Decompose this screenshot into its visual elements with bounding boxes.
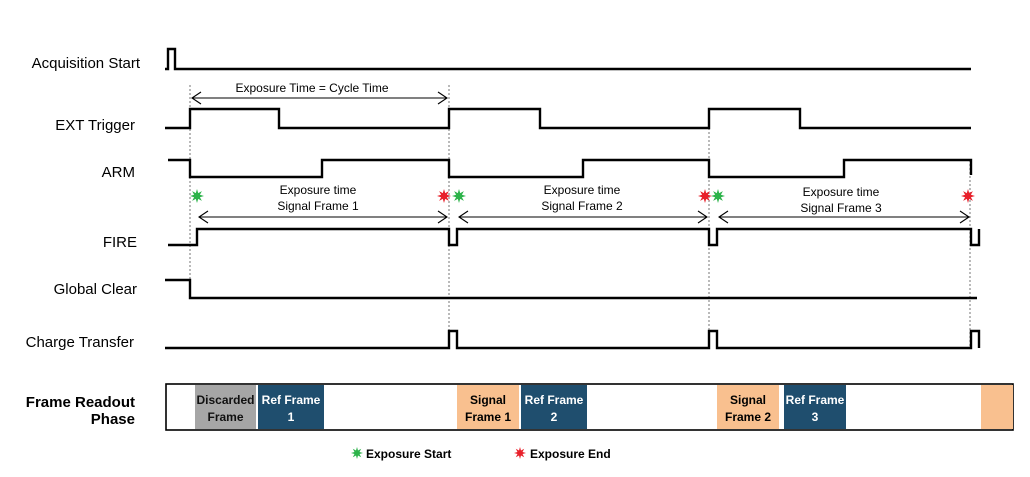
readout-box-ref-2 bbox=[258, 385, 324, 429]
label-ext-trigger: EXT Trigger bbox=[55, 117, 135, 134]
acquisition-start-waveform bbox=[165, 47, 971, 71]
exposure-label-3-line1: Exposure time bbox=[803, 185, 880, 199]
label-charge-transfer: Charge Transfer bbox=[26, 334, 134, 351]
exposure-label-1-line1: Exposure time bbox=[280, 183, 357, 197]
label-arm: ARM bbox=[102, 164, 135, 181]
fire-waveform bbox=[168, 227, 981, 247]
readout-box-discarded-1 bbox=[195, 385, 256, 429]
readout-box-6-line2: 3 bbox=[812, 410, 819, 424]
arm-waveform bbox=[168, 158, 973, 179]
exposure-label-1-line2: Signal Frame 1 bbox=[277, 199, 359, 213]
exposure-end-icon-1 bbox=[437, 189, 451, 203]
exposure-arrow-1 bbox=[198, 210, 448, 224]
legend: Exposure Start Exposure End bbox=[351, 447, 611, 461]
exposure-end-icon-3 bbox=[961, 189, 975, 203]
label-fire: FIRE bbox=[103, 234, 137, 251]
global-clear-waveform bbox=[165, 278, 977, 300]
readout-box-5-line2: Frame 2 bbox=[725, 410, 771, 424]
readout-box-4-line2: 2 bbox=[551, 410, 558, 424]
exposure-start-icon-2 bbox=[452, 189, 466, 203]
readout-box-ref-6 bbox=[784, 385, 846, 429]
exposure-start-icon-3 bbox=[711, 189, 725, 203]
readout-box-1-line1: Discarded bbox=[196, 393, 254, 407]
readout-box-3-line1: Signal bbox=[470, 393, 506, 407]
exposure-label-2-line2: Signal Frame 2 bbox=[541, 199, 623, 213]
readout-box-3-line2: Frame 1 bbox=[465, 410, 511, 424]
exposure-end-icon-2 bbox=[698, 189, 712, 203]
legend-exposure-start-label: Exposure Start bbox=[366, 447, 451, 461]
readout-label-line1: Frame Readout bbox=[26, 394, 135, 411]
legend-exposure-end-icon bbox=[514, 447, 526, 459]
readout-box-signal-5 bbox=[717, 385, 779, 429]
exposure-label-2-line1: Exposure time bbox=[544, 183, 621, 197]
exposure-label-3-line2: Signal Frame 3 bbox=[800, 201, 882, 215]
readout-box-6-line1: Ref Frame bbox=[786, 393, 845, 407]
exposure-arrow-2 bbox=[458, 210, 708, 224]
exposure-markers bbox=[190, 189, 975, 203]
legend-exposure-start-icon bbox=[351, 447, 363, 459]
readout-box-4-line1: Ref Frame bbox=[525, 393, 584, 407]
readout-box-signal-7 bbox=[981, 385, 1013, 429]
readout-box-5-line1: Signal bbox=[730, 393, 766, 407]
ext-trigger-waveform bbox=[165, 107, 971, 130]
cycle-time-label: Exposure Time = Cycle Time bbox=[235, 81, 388, 95]
readout-box-signal-3 bbox=[457, 385, 519, 429]
label-acquisition-start: Acquisition Start bbox=[32, 55, 141, 72]
readout-box-ref-4 bbox=[521, 385, 587, 429]
readout-box-1-line2: Frame bbox=[207, 410, 243, 424]
exposure-end-icon bbox=[514, 447, 526, 459]
exposure-start-icon-1 bbox=[190, 189, 204, 203]
exposure-arrow-3 bbox=[718, 210, 970, 224]
charge-transfer-waveform bbox=[165, 329, 981, 350]
readout-box-2-line2: 1 bbox=[288, 410, 295, 424]
exposure-start-icon bbox=[351, 447, 363, 459]
readout-label-line2: Phase bbox=[91, 411, 135, 428]
cycle-time-arrow bbox=[191, 91, 448, 105]
label-global-clear: Global Clear bbox=[54, 281, 137, 298]
legend-exposure-end-label: Exposure End bbox=[530, 447, 611, 461]
readout-box-2-line1: Ref Frame bbox=[262, 393, 321, 407]
